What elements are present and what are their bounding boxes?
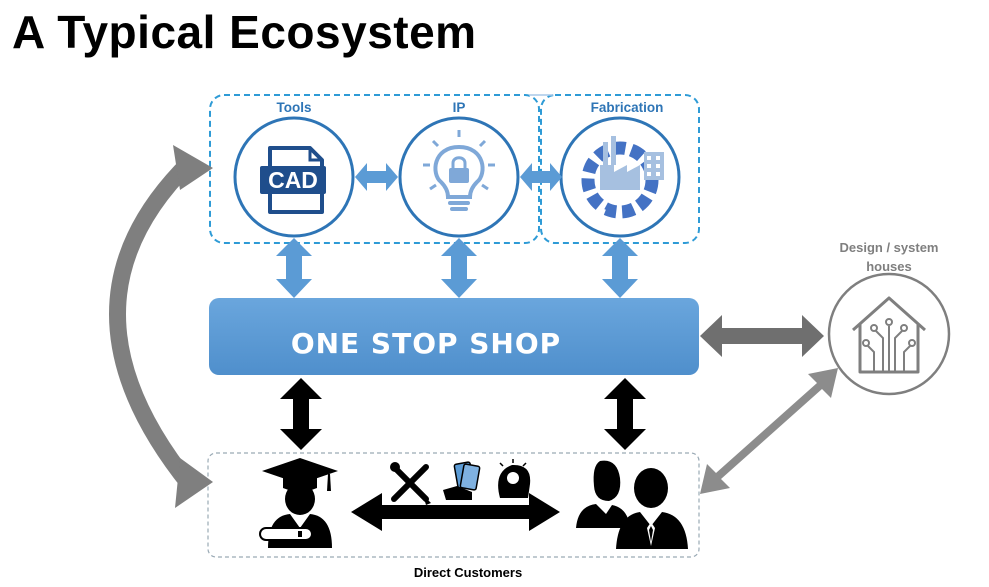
graduate-icon bbox=[259, 458, 338, 548]
feedback-loop-arrowhead-top bbox=[173, 145, 213, 190]
shop-customers-arrow bbox=[604, 378, 646, 450]
ip-shop-arrow bbox=[441, 238, 477, 298]
cad-text: CAD bbox=[268, 167, 318, 193]
design-houses-label-line1: Design / system bbox=[840, 240, 939, 255]
tools-ip-group-box bbox=[209, 94, 540, 244]
factory-gear-icon bbox=[559, 116, 681, 238]
fabrication-group-box bbox=[540, 94, 700, 244]
direct-customers-label: Direct Customers bbox=[414, 565, 522, 580]
wrench-pencil-icon bbox=[390, 462, 431, 505]
feedback-loop-arrow bbox=[109, 155, 197, 491]
tools-shop-arrow bbox=[276, 238, 312, 298]
lightbulb-lock-icon bbox=[398, 116, 520, 238]
fabrication-shop-arrow bbox=[602, 238, 638, 298]
one-stop-shop-box bbox=[209, 298, 699, 375]
shop-students-arrow bbox=[280, 378, 322, 450]
house-circuit-icon bbox=[827, 272, 951, 396]
business-people-icon bbox=[576, 460, 688, 549]
head-lightbulb-icon bbox=[498, 459, 531, 498]
tools-label: Tools bbox=[277, 100, 312, 115]
money-hand-icon bbox=[443, 461, 481, 500]
one-stop-shop-label: ONE STOP SHOP bbox=[291, 327, 561, 360]
cad-file-icon: CAD bbox=[233, 116, 355, 238]
ip-fabrication-arrow bbox=[520, 163, 562, 191]
students-customers-arrow bbox=[351, 493, 560, 531]
page-title: A Typical Ecosystem bbox=[12, 6, 477, 58]
tools-ip-arrow bbox=[355, 163, 398, 191]
design-customers-arrow bbox=[700, 368, 838, 494]
design-houses-label-line2: houses bbox=[866, 259, 912, 274]
fabrication-label: Fabrication bbox=[591, 100, 664, 115]
feedback-loop-arrowhead-bottom bbox=[175, 458, 213, 508]
shop-design-arrow bbox=[700, 315, 824, 357]
ip-label: IP bbox=[453, 100, 466, 115]
